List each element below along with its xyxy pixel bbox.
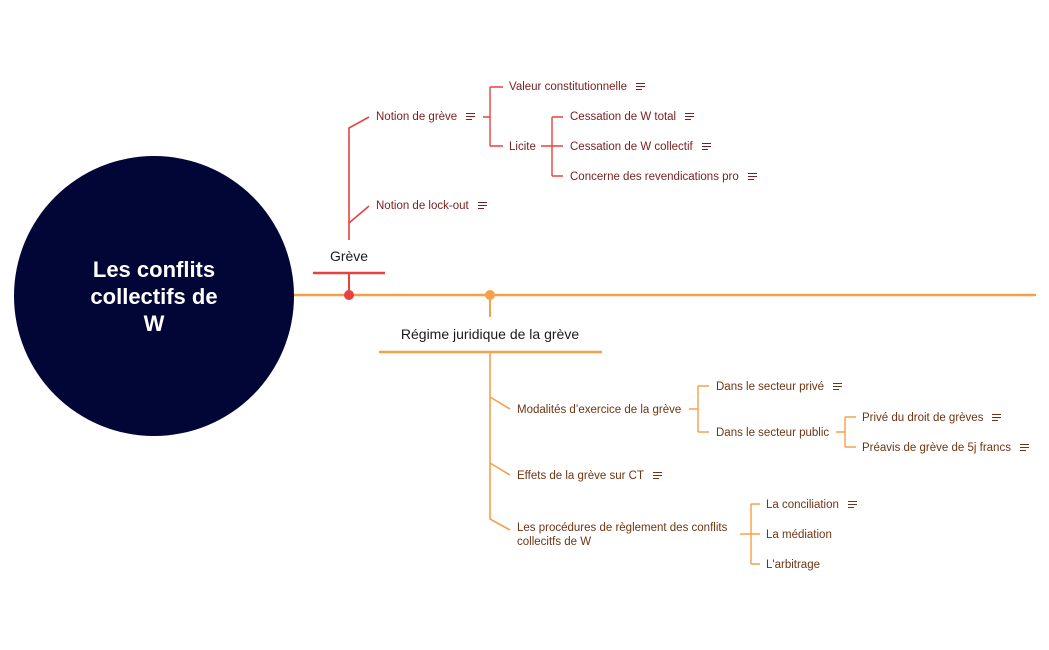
node-preavis-greve[interactable]: Préavis de grève de 5j francs	[862, 441, 1029, 455]
node-cessation-total[interactable]: Cessation de W total	[570, 110, 695, 124]
node-label: Dans le secteur public	[716, 427, 830, 439]
node-label: Licite	[509, 141, 536, 153]
node-cessation-collectif[interactable]: Cessation de W collectif	[570, 140, 711, 154]
node-arbitrage[interactable]: L'arbitrage	[766, 558, 820, 572]
notes-icon[interactable]	[847, 501, 857, 510]
notes-icon[interactable]	[833, 383, 843, 392]
notes-icon[interactable]	[747, 173, 757, 182]
node-label: Notion de grève	[376, 111, 458, 123]
node-label: Concerne des revendications pro	[570, 171, 739, 183]
node-notion-de-lock-out[interactable]: Notion de lock-out	[376, 199, 487, 213]
node-effets-greve-ct[interactable]: Effets de la grève sur CT	[517, 469, 662, 483]
node-label: Préavis de grève de 5j francs	[862, 442, 1011, 454]
notes-icon[interactable]	[685, 113, 695, 122]
node-label: Modalités d’exercice de la grève	[517, 404, 682, 416]
node-label: Cessation de W collectif	[570, 141, 693, 153]
node-prive-droit-greves[interactable]: Privé du droit de grèves	[862, 411, 1002, 425]
notes-icon[interactable]	[636, 83, 646, 92]
node-conciliation[interactable]: La conciliation	[766, 498, 857, 512]
branch-topic-regime-juridique[interactable]: Régime juridique de la grève	[400, 326, 580, 342]
notes-icon[interactable]	[652, 472, 662, 481]
notes-icon[interactable]	[466, 113, 476, 122]
node-label: La médiation	[766, 529, 832, 541]
node-label: Dans le secteur privé	[716, 381, 825, 393]
node-procedures-reglement[interactable]: Les procédures de règlement des conflits…	[517, 521, 727, 549]
notes-icon[interactable]	[992, 414, 1002, 423]
branch-topic-greve[interactable]: Grève	[329, 248, 369, 264]
node-label: Valeur constitutionnelle	[509, 81, 628, 93]
node-licite[interactable]: Licite	[509, 140, 536, 154]
central-topic[interactable]: Les conflits collectifs de W	[14, 156, 294, 436]
notes-icon[interactable]	[701, 143, 711, 152]
node-secteur-public[interactable]: Dans le secteur public	[716, 426, 829, 440]
node-notion-de-greve[interactable]: Notion de grève	[376, 110, 476, 124]
node-modalites-exercice[interactable]: Modalités d’exercice de la grève	[517, 403, 681, 417]
node-mediation[interactable]: La médiation	[766, 528, 832, 542]
node-label: La conciliation	[766, 499, 839, 511]
node-revendications-pro[interactable]: Concerne des revendications pro	[570, 170, 757, 184]
node-label: L'arbitrage	[766, 559, 820, 571]
central-topic-label: Les conflits collectifs de W	[90, 256, 218, 336]
node-secteur-prive[interactable]: Dans le secteur privé	[716, 380, 843, 394]
node-label: Effets de la grève sur CT	[517, 470, 644, 482]
notes-icon[interactable]	[1019, 444, 1029, 453]
notes-icon[interactable]	[477, 202, 487, 211]
node-label: Notion de lock-out	[376, 200, 469, 212]
node-label: Cessation de W total	[570, 111, 677, 123]
node-valeur-constitutionnelle[interactable]: Valeur constitutionnelle	[509, 80, 646, 94]
node-label: Les procédures de règlement des conflits…	[517, 522, 728, 548]
node-label: Privé du droit de grèves	[862, 412, 984, 424]
